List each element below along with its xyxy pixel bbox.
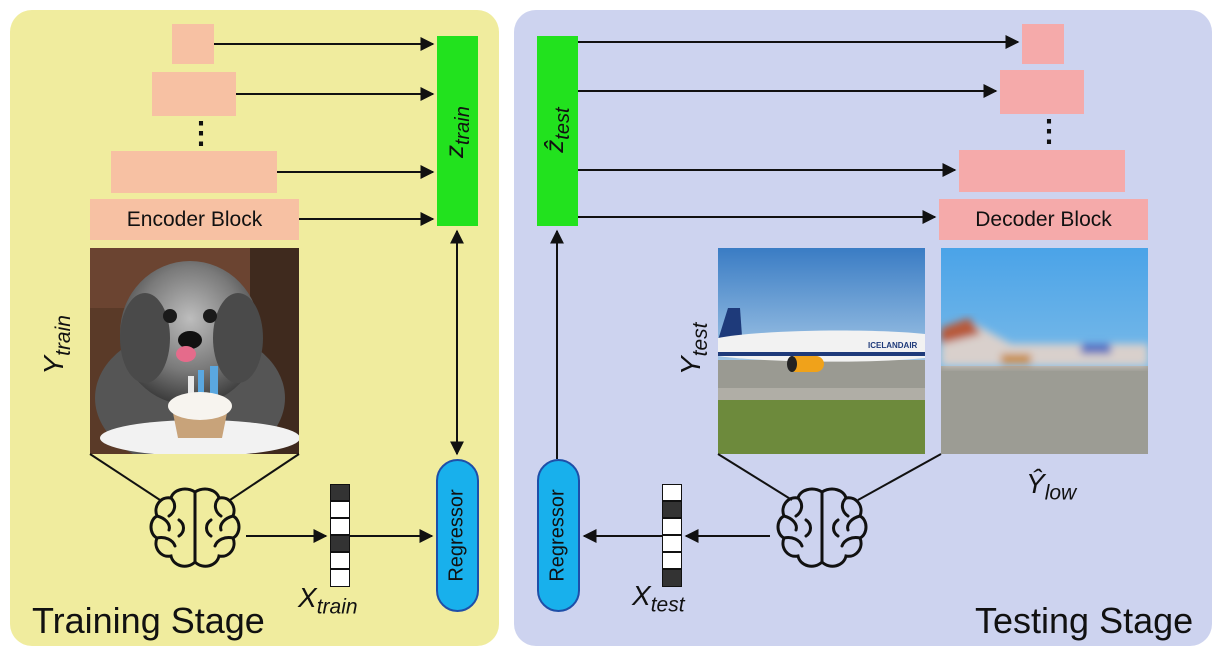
brain-icon — [772, 484, 872, 572]
decoder-feature-block-2 — [1000, 70, 1084, 114]
brain-icon — [145, 484, 245, 572]
testing-stage-title: Testing Stage — [975, 600, 1194, 641]
latent-z-test — [537, 36, 578, 226]
encoder-ellipsis: ⋮ — [186, 117, 216, 150]
encoder-feature-block-3 — [111, 151, 277, 193]
line-dog-to-brain-left — [89, 453, 161, 501]
encoder-feature-block-1 — [172, 24, 214, 64]
decoder-block-label: Decoder Block — [975, 208, 1112, 231]
line-airplane-to-brain-left — [717, 453, 793, 501]
decoder-feature-block-3 — [959, 150, 1125, 192]
vector-cell — [330, 518, 350, 535]
x-train-label: Xtrain — [298, 582, 358, 619]
encoder-block-label: Encoder Block — [126, 208, 263, 231]
vector-cell — [662, 552, 682, 569]
line-reconstruction-to-brain-right — [857, 453, 942, 501]
decoder-feature-block-1 — [1022, 24, 1064, 64]
feature-vector-x-test — [662, 484, 682, 588]
encoder-feature-block-2 — [152, 72, 236, 116]
vector-cell — [662, 569, 682, 587]
reconstructed-image-low — [941, 248, 1148, 454]
feature-vector-x-train — [330, 484, 350, 588]
vector-cell — [662, 501, 682, 518]
training-image-dog — [90, 248, 299, 454]
vector-cell — [330, 501, 350, 518]
vector-cell — [662, 518, 682, 535]
x-test-label: Xtest — [632, 580, 685, 617]
decoder-block — [939, 199, 1148, 240]
encoder-block — [90, 199, 299, 240]
line-dog-to-brain-right — [229, 453, 300, 501]
airline-livery-text: ICELANDAIR — [868, 341, 918, 350]
vector-cell — [330, 535, 350, 552]
vector-cell — [330, 484, 350, 501]
vector-cell — [330, 569, 350, 587]
vector-cell — [662, 484, 682, 501]
decoder-ellipsis: ⋮ — [1034, 115, 1064, 148]
vector-cell — [662, 535, 682, 552]
testing-image-airplane: ICELANDAIR — [718, 248, 925, 454]
training-stage-title: Training Stage — [32, 600, 265, 641]
vector-cell — [330, 552, 350, 569]
regressor-train — [436, 459, 479, 612]
latent-z-train — [437, 36, 478, 226]
regressor-test — [537, 459, 580, 612]
y-hat-low-label: Ŷlow — [1026, 468, 1077, 505]
